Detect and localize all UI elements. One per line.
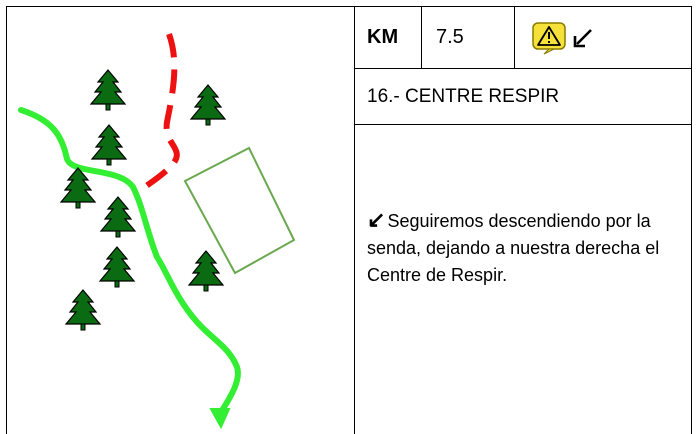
tree-icon [188, 250, 224, 292]
route-path-green [18, 107, 241, 415]
tree-icon [100, 196, 136, 238]
tree-icon [60, 167, 96, 209]
waypoint-description: ↙Seguiremos descendiendo por la senda, d… [367, 206, 685, 289]
warning-cell [515, 7, 691, 68]
row-divider [355, 124, 692, 125]
route-arrowhead-icon [209, 408, 231, 430]
tree-icon [190, 84, 226, 126]
tree-icon [90, 69, 126, 111]
description-text: Seguiremos descendiendo por la senda, de… [367, 211, 660, 285]
waypoint-title: 16.- CENTRE RESPIR [367, 85, 560, 107]
arrow-down-left-icon: ↙ [367, 207, 386, 232]
tree-icon [65, 289, 101, 331]
km-label: KM [355, 7, 422, 68]
warning-sign-icon [532, 21, 566, 54]
alternate-path-red-dashed [139, 32, 180, 193]
route-map [18, 32, 296, 430]
tree-icon [91, 124, 127, 166]
waypoint-card [6, 6, 692, 434]
arrow-down-left-icon [573, 28, 592, 47]
km-value: 7.5 [422, 7, 515, 68]
column-divider [354, 6, 355, 434]
row-divider [355, 68, 692, 69]
centre-respir-building [183, 146, 296, 275]
tree-icon [99, 246, 135, 288]
